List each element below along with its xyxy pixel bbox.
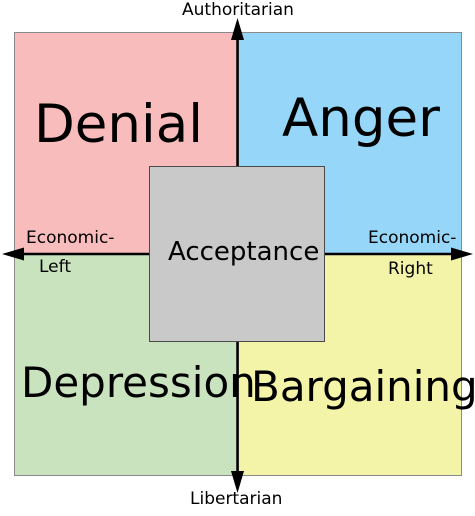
axis-label-top: Authoritarian [182,0,294,20]
center-label-acceptance: Acceptance [168,237,320,267]
axis-label-right-line2: Right [388,259,433,279]
arrow-right-icon [451,247,473,261]
arrow-down-icon [231,471,244,493]
axis-label-left-line2: Left [39,257,71,277]
quadrant-label-denial: Denial [34,94,203,155]
quadrant-label-bargaining: Bargaining [251,362,475,411]
arrow-left-icon [2,247,24,261]
center-box [149,166,325,342]
quadrant-label-anger: Anger [282,88,440,149]
arrow-up-icon [231,18,244,40]
axis-label-left-line1: Economic- [26,228,115,248]
axis-label-bottom: Libertarian [190,489,283,509]
quadrant-label-depression: Depression [21,358,256,407]
axis-label-right-line1: Economic- [368,228,457,248]
